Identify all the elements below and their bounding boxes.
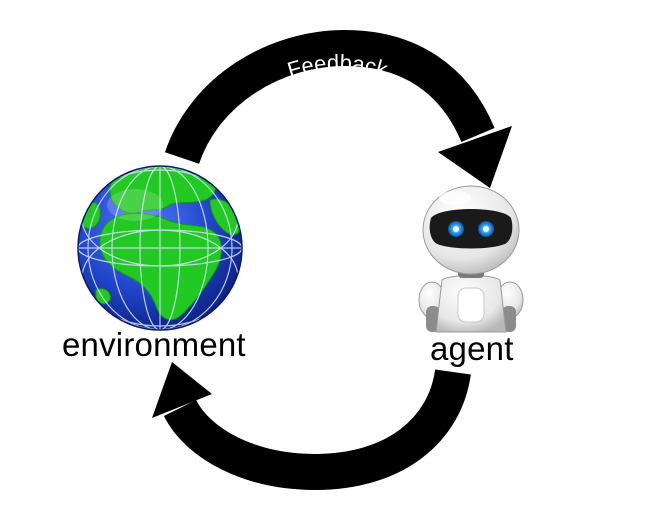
environment-label: environment xyxy=(62,326,246,363)
feedback-label: Feedback xyxy=(284,50,391,83)
globe-icon xyxy=(77,165,243,331)
action-arrow xyxy=(152,362,471,491)
feedback-arrow xyxy=(164,29,512,188)
robot-icon xyxy=(418,185,524,333)
agent-label: agent xyxy=(430,330,514,367)
